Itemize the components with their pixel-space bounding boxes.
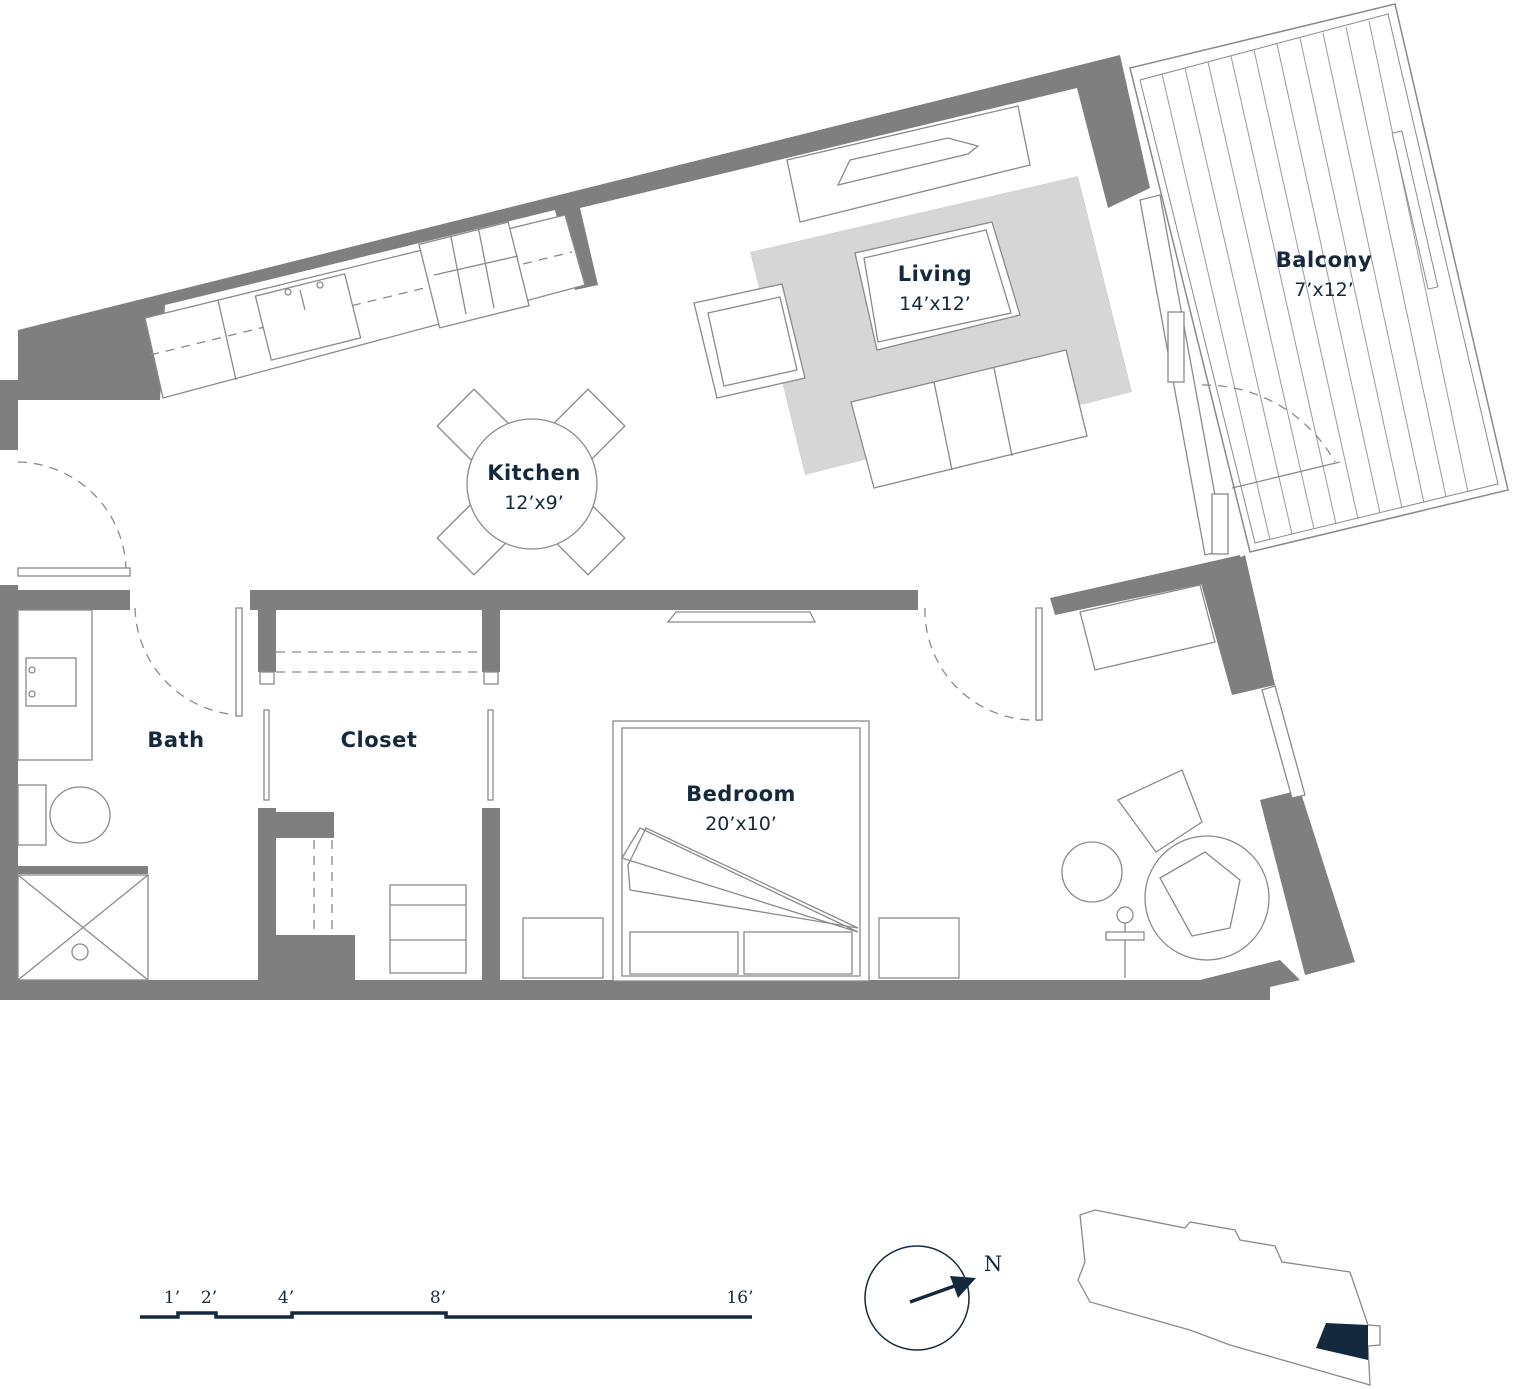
kitchen-label: Kitchen [487, 461, 581, 485]
bedroom-label: Bedroom [686, 782, 796, 806]
living-dim: 14’x12’ [899, 293, 971, 315]
north-label: N [984, 1252, 1002, 1276]
bath-label: Bath [147, 728, 204, 752]
scale-bar: 1’ 2’ 4’ 8’ 16’ [140, 1288, 754, 1319]
window-frames [1139, 194, 1306, 799]
scale-label-1: 1’ [164, 1288, 180, 1308]
scale-label-4: 4’ [278, 1288, 294, 1308]
bath-fixtures [17, 609, 149, 981]
bedroom-furniture [522, 584, 1270, 982]
walls [0, 55, 1355, 1000]
balcony-deck [1129, 3, 1509, 553]
closet-label: Closet [341, 728, 418, 752]
living-furniture [693, 105, 1088, 489]
balcony-label: Balcony [1276, 248, 1372, 272]
scale-label-16: 16’ [726, 1288, 753, 1308]
dining-set [436, 388, 626, 576]
key-plan-icon [1077, 1209, 1381, 1386]
scale-label-2: 2’ [201, 1288, 217, 1308]
bedroom-dim: 20’x10’ [705, 813, 777, 835]
kitchen-dim: 12’x9’ [504, 492, 564, 514]
balcony-dim: 7’x12’ [1294, 279, 1354, 301]
compass-arrow-icon [864, 1245, 976, 1351]
closet-fixtures [259, 611, 817, 974]
kitchen-counter [144, 214, 586, 399]
living-label: Living [898, 262, 972, 286]
scale-label-8: 8’ [430, 1288, 446, 1308]
doors [17, 461, 1043, 801]
